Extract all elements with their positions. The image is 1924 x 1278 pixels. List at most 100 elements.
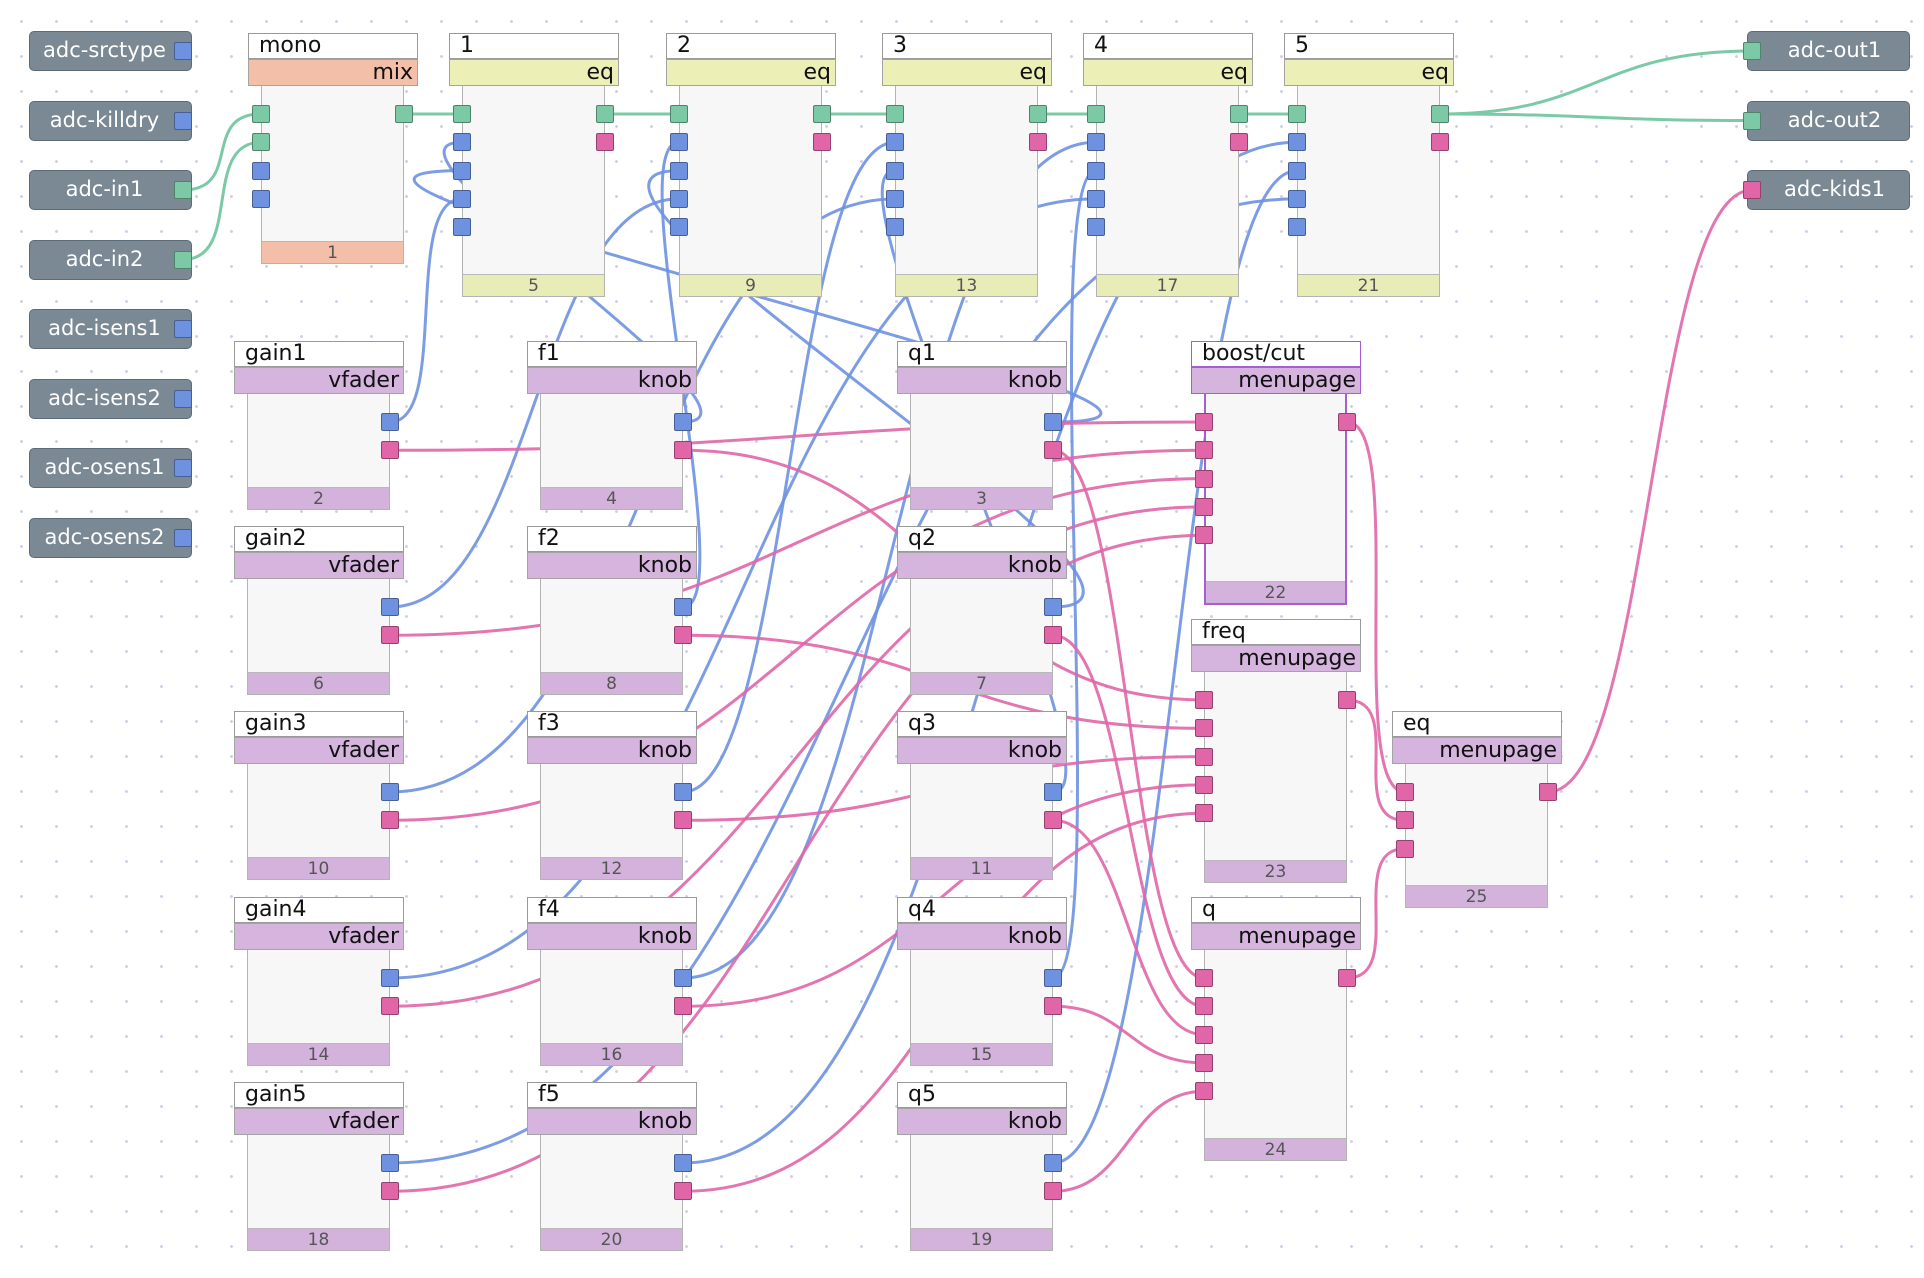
- output-port[interactable]: [381, 997, 399, 1016]
- output-port[interactable]: [813, 105, 831, 123]
- input-port[interactable]: [453, 105, 471, 123]
- input-port[interactable]: [1195, 719, 1213, 738]
- input-port[interactable]: [1195, 526, 1213, 545]
- output-port[interactable]: [381, 441, 399, 460]
- input-port[interactable]: [1087, 161, 1105, 180]
- output-port[interactable]: [381, 783, 399, 801]
- output-port[interactable]: [674, 626, 692, 645]
- input-port[interactable]: [1195, 691, 1213, 709]
- input-port[interactable]: [1087, 133, 1105, 152]
- input-port[interactable]: [886, 161, 904, 180]
- adc-srctype-port[interactable]: [174, 42, 192, 60]
- input-port[interactable]: [1288, 218, 1306, 237]
- output-port[interactable]: [1431, 133, 1449, 152]
- output-port[interactable]: [1044, 413, 1062, 431]
- adc-out1-port[interactable]: [1743, 42, 1761, 60]
- output-port[interactable]: [674, 969, 692, 987]
- output-port[interactable]: [1338, 691, 1356, 709]
- output-port[interactable]: [395, 105, 413, 123]
- input-port[interactable]: [1195, 469, 1213, 488]
- input-port[interactable]: [1087, 189, 1105, 208]
- adc-osens2-port[interactable]: [174, 528, 192, 547]
- input-port[interactable]: [1195, 804, 1213, 823]
- adc-output-kids1[interactable]: adc-kids1: [1747, 170, 1910, 210]
- output-port[interactable]: [1338, 969, 1356, 987]
- input-port[interactable]: [1195, 1025, 1213, 1044]
- input-port[interactable]: [1288, 161, 1306, 180]
- input-port[interactable]: [1195, 775, 1213, 794]
- input-port[interactable]: [1195, 441, 1213, 460]
- input-port[interactable]: [886, 189, 904, 208]
- input-port[interactable]: [1087, 105, 1105, 123]
- output-port[interactable]: [381, 1154, 399, 1172]
- input-port[interactable]: [886, 133, 904, 152]
- input-port[interactable]: [1288, 133, 1306, 152]
- input-port[interactable]: [1195, 969, 1213, 987]
- input-port[interactable]: [453, 189, 471, 208]
- input-port[interactable]: [252, 189, 270, 208]
- adc-isens1-port[interactable]: [174, 320, 192, 338]
- output-port[interactable]: [1539, 783, 1557, 801]
- output-port[interactable]: [674, 441, 692, 460]
- input-port[interactable]: [670, 133, 688, 152]
- adc-input-isens2[interactable]: adc-isens2: [29, 378, 192, 419]
- output-port[interactable]: [674, 1154, 692, 1172]
- input-port[interactable]: [670, 189, 688, 208]
- adc-input-in1[interactable]: adc-in1: [29, 170, 192, 210]
- input-port[interactable]: [252, 105, 270, 123]
- input-port[interactable]: [1087, 218, 1105, 237]
- input-port[interactable]: [252, 133, 270, 152]
- input-port[interactable]: [1396, 811, 1414, 830]
- output-port[interactable]: [1044, 441, 1062, 460]
- output-port[interactable]: [1029, 105, 1047, 123]
- input-port[interactable]: [1288, 105, 1306, 123]
- output-port[interactable]: [674, 598, 692, 616]
- input-port[interactable]: [1195, 413, 1213, 431]
- output-port[interactable]: [1044, 783, 1062, 801]
- output-port[interactable]: [1044, 969, 1062, 987]
- input-port[interactable]: [1195, 1082, 1213, 1101]
- output-port[interactable]: [813, 133, 831, 152]
- input-port[interactable]: [1195, 497, 1213, 516]
- output-port[interactable]: [596, 133, 614, 152]
- adc-osens1-port[interactable]: [174, 459, 192, 477]
- output-port[interactable]: [1044, 997, 1062, 1016]
- input-port[interactable]: [1396, 783, 1414, 801]
- input-port[interactable]: [453, 218, 471, 237]
- adc-killdry-port[interactable]: [174, 111, 192, 130]
- input-port[interactable]: [453, 161, 471, 180]
- output-port[interactable]: [1230, 105, 1248, 123]
- output-port[interactable]: [381, 413, 399, 431]
- input-port[interactable]: [453, 133, 471, 152]
- output-port[interactable]: [674, 413, 692, 431]
- input-port[interactable]: [1396, 839, 1414, 858]
- adc-input-in2[interactable]: adc-in2: [29, 239, 192, 280]
- adc-input-srctype[interactable]: adc-srctype: [29, 31, 192, 71]
- output-port[interactable]: [381, 1182, 399, 1201]
- output-port[interactable]: [381, 598, 399, 616]
- adc-in2-port[interactable]: [174, 250, 192, 269]
- output-port[interactable]: [1431, 105, 1449, 123]
- input-port[interactable]: [1195, 1053, 1213, 1072]
- output-port[interactable]: [674, 783, 692, 801]
- input-port[interactable]: [670, 218, 688, 237]
- output-port[interactable]: [1044, 1154, 1062, 1172]
- adc-input-isens1[interactable]: adc-isens1: [29, 309, 192, 349]
- output-port[interactable]: [1044, 598, 1062, 616]
- output-port[interactable]: [381, 969, 399, 987]
- output-port[interactable]: [1230, 133, 1248, 152]
- output-port[interactable]: [596, 105, 614, 123]
